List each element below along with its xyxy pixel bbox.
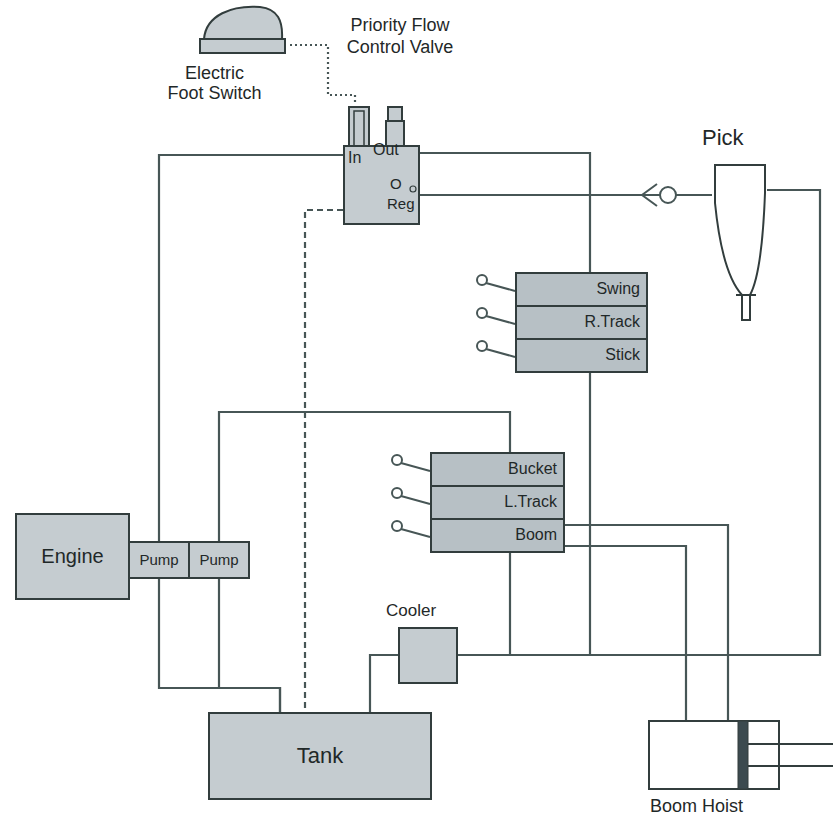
- piston: [738, 721, 748, 789]
- pump-box: Pump: [188, 541, 250, 579]
- piston-rod: [748, 765, 833, 767]
- pump-label: Pump: [130, 543, 188, 577]
- section-label: Boom: [432, 520, 563, 551]
- hydraulic-line: [219, 579, 280, 712]
- hydraulic-line: [370, 655, 398, 712]
- hydraulic-line: [458, 553, 510, 655]
- hydraulic-line: [565, 546, 686, 720]
- valve-title: Priority Flow Control Valve: [341, 14, 459, 58]
- pilot-line: [305, 210, 343, 712]
- pick-tool: Pick: [712, 163, 767, 323]
- pick-collar: [736, 294, 756, 296]
- hydraulic-line: [420, 153, 590, 272]
- pump-box: Pump: [128, 541, 190, 579]
- cooler-label: Cooler: [386, 601, 436, 621]
- valve-knob-inner: [354, 111, 364, 146]
- priority-flow-valve: Priority Flow Control ValveInOutOReg: [343, 105, 420, 225]
- pedal-base: [200, 39, 285, 53]
- engine-box: Engine: [15, 513, 130, 600]
- valve-section: R.Track: [515, 305, 648, 340]
- section-label: L.Track: [432, 487, 563, 518]
- port-label: O: [390, 175, 402, 192]
- valve-section: L.Track: [430, 485, 565, 520]
- tank-label: Tank: [210, 714, 430, 798]
- pump-label: Pump: [190, 543, 248, 577]
- section-label: R.Track: [517, 307, 646, 338]
- lever-stem: [486, 316, 515, 324]
- hydraulic-line: [565, 525, 728, 720]
- piston-rod: [748, 743, 833, 745]
- pick-hammer: [715, 165, 765, 320]
- hydraulic-line: [159, 155, 343, 541]
- switch-label: Electric Foot Switch: [166, 63, 263, 103]
- valve-cap: [388, 107, 402, 121]
- port-label: Out: [373, 141, 399, 159]
- cooler-box: Cooler: [398, 627, 458, 684]
- pedal-top: [204, 7, 282, 39]
- lever-stem: [486, 283, 515, 291]
- tool-label: Pick: [702, 125, 744, 150]
- check-valve-seat: [642, 184, 657, 206]
- lever-knob: [477, 275, 487, 285]
- check-valve-ball: [660, 187, 676, 203]
- lever-knob: [477, 341, 487, 351]
- port-label: In: [348, 149, 361, 167]
- port-mark: [410, 186, 416, 192]
- valve-section: Swing: [515, 272, 648, 307]
- cylinder-label: Boom Hoist: [650, 796, 743, 817]
- lever-stem: [401, 496, 430, 504]
- hydraulic-line: [458, 190, 820, 655]
- hydraulic-line: [159, 579, 280, 712]
- valve-section: Stick: [515, 338, 648, 373]
- boom-hoist-cylinder: Boom Hoist: [648, 720, 780, 790]
- pick-tool-drawing: [712, 163, 767, 323]
- valve-section: Boom: [430, 518, 565, 553]
- port-label: Reg: [387, 195, 415, 212]
- lever-stem: [401, 529, 430, 537]
- lever-stem: [486, 349, 515, 357]
- lever-knob: [392, 455, 402, 465]
- foot-switch: Electric Foot Switch: [140, 3, 290, 103]
- valve-knob: [349, 107, 369, 146]
- check-valve: [642, 184, 676, 206]
- cylinder-barrel: [649, 721, 779, 789]
- valve-section: Bucket: [430, 452, 565, 487]
- section-label: Swing: [517, 274, 646, 305]
- tank-box: Tank: [208, 712, 432, 800]
- engine-label: Engine: [17, 515, 128, 598]
- pilot-line: [290, 45, 355, 105]
- lever-knob: [392, 488, 402, 498]
- section-label: Stick: [517, 340, 646, 371]
- lever-stem: [401, 463, 430, 471]
- lever-knob: [392, 521, 402, 531]
- lever-knob: [477, 308, 487, 318]
- boom-hoist-cylinder-drawing: [648, 720, 780, 790]
- section-label: Bucket: [432, 454, 563, 485]
